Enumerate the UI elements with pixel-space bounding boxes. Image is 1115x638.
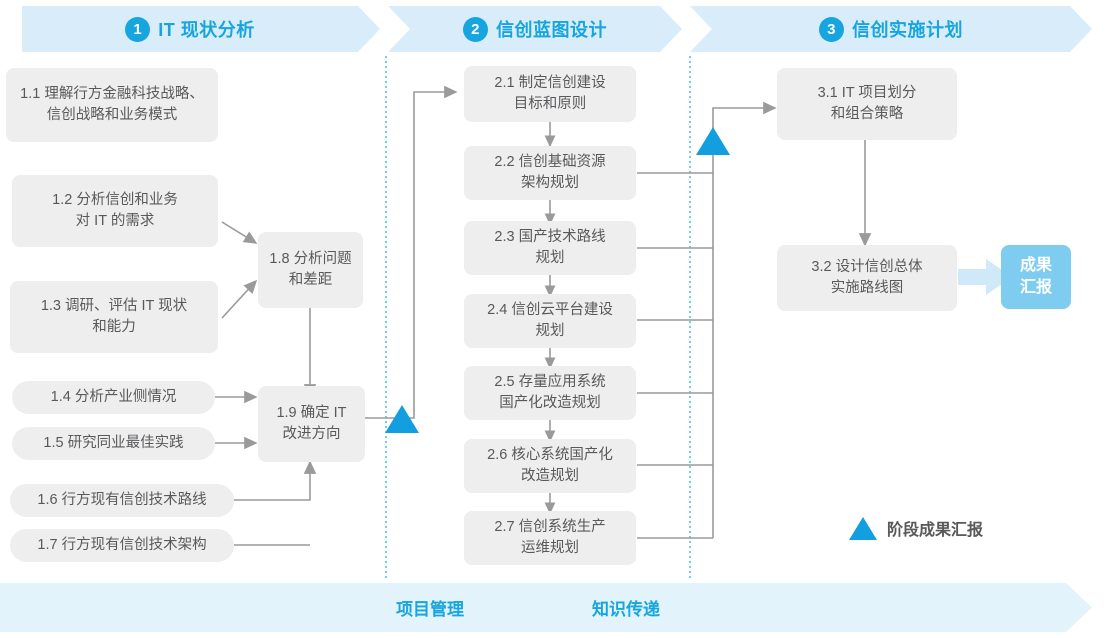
task-label-2-1: 2.1 制定信创建设目标和原则	[494, 74, 606, 112]
task-label-2-5: 2.5 存量应用系统国产化改造规划	[494, 373, 606, 411]
milestone-triangle-phase2	[696, 127, 730, 155]
footer-label-0: 项目管理	[396, 600, 464, 619]
task-box-1-5[interactable]: 1.5 研究同业最佳实践	[12, 427, 215, 460]
task-box-1-3[interactable]: 1.3 调研、评估 IT 现状和能力	[10, 281, 218, 353]
task-box-1-6[interactable]: 1.6 行方现有信创技术路线	[10, 484, 234, 517]
phase-band-3	[690, 6, 1092, 52]
footer-band	[0, 583, 1092, 632]
task-box-2-1[interactable]: 2.1 制定信创建设目标和原则	[464, 66, 636, 122]
task-label-1-8: 1.8 分析问题和差距	[269, 250, 352, 288]
task-label-3-2: 3.2 设计信创总体实施路线图	[811, 258, 923, 296]
task-box-1-8[interactable]: 1.8 分析问题和差距	[258, 232, 363, 308]
task-box-3-1[interactable]: 3.1 IT 项目划分和组合策略	[777, 68, 957, 140]
footer-label-1: 知识传递	[592, 600, 660, 619]
phase-title-1: IT 现状分析	[158, 20, 255, 40]
phase-header-3[interactable]: 3 信创实施计划	[690, 6, 1092, 52]
task-box-2-7[interactable]: 2.7 信创系统生产运维规划	[464, 511, 636, 565]
task-box-2-3[interactable]: 2.3 国产技术路线规划	[464, 221, 636, 275]
phase-number-3: 3	[819, 16, 844, 42]
phase-header-1[interactable]: 1 IT 现状分析	[22, 6, 358, 52]
phase-title-3: 信创实施计划	[852, 20, 963, 40]
task-box-2-2[interactable]: 2.2 信创基础资源架构规划	[464, 146, 636, 200]
task-label-1-4: 1.4 分析产业侧情况	[50, 388, 177, 405]
task-label-1-6: 1.6 行方现有信创技术路线	[37, 491, 207, 508]
task-label-1-2: 1.2 分析信创和业务对 IT 的需求	[52, 191, 178, 229]
milestone-triangle-phase1	[385, 405, 419, 433]
deliverable-chip[interactable]: 成果汇报	[1001, 245, 1071, 309]
task-box-1-4[interactable]: 1.4 分析产业侧情况	[12, 381, 215, 414]
footer-item-0[interactable]: 项目管理	[396, 583, 464, 632]
triangle-icon	[849, 516, 877, 540]
task-label-1-7: 1.7 行方现有信创技术架构	[37, 536, 207, 553]
phase-number-1: 1	[125, 16, 151, 42]
task-label-1-1: 1.1 理解行方金融科技战略、信创战略和业务模式	[20, 85, 204, 123]
task-box-1-7[interactable]: 1.7 行方现有信创技术架构	[10, 529, 234, 562]
phase-header-2[interactable]: 2 信创蓝图设计	[388, 6, 682, 52]
task-label-2-4: 2.4 信创云平台建设规划	[487, 301, 613, 339]
phase-title-2: 信创蓝图设计	[496, 20, 607, 40]
task-box-3-2[interactable]: 3.2 设计信创总体实施路线图	[777, 245, 957, 311]
legend-label: 阶段成果汇报	[887, 522, 984, 539]
task-box-1-1[interactable]: 1.1 理解行方金融科技战略、信创战略和业务模式	[6, 68, 218, 142]
deliverable-label: 成果汇报	[1019, 257, 1052, 296]
task-label-2-7: 2.7 信创系统生产运维规划	[494, 518, 606, 556]
task-box-2-6[interactable]: 2.6 核心系统国产化改造规划	[464, 439, 636, 493]
task-label-1-3: 1.3 调研、评估 IT 现状和能力	[40, 297, 188, 335]
task-box-1-2[interactable]: 1.2 分析信创和业务对 IT 的需求	[12, 175, 218, 247]
footer-item-1[interactable]: 知识传递	[592, 583, 660, 632]
task-label-2-6: 2.6 核心系统国产化改造规划	[487, 446, 613, 484]
task-label-2-2: 2.2 信创基础资源架构规划	[494, 153, 606, 191]
task-box-2-4[interactable]: 2.4 信创云平台建设规划	[464, 294, 636, 348]
task-label-1-5: 1.5 研究同业最佳实践	[43, 434, 184, 451]
task-box-2-5[interactable]: 2.5 存量应用系统国产化改造规划	[464, 366, 636, 420]
task-label-3-1: 3.1 IT 项目划分和组合策略	[817, 84, 917, 122]
phase-band-1	[22, 6, 380, 52]
phase-band-2	[388, 6, 682, 52]
phase-number-2: 2	[463, 16, 488, 42]
legend: 阶段成果汇报	[849, 516, 983, 540]
task-label-2-3: 2.3 国产技术路线规划	[494, 228, 606, 266]
